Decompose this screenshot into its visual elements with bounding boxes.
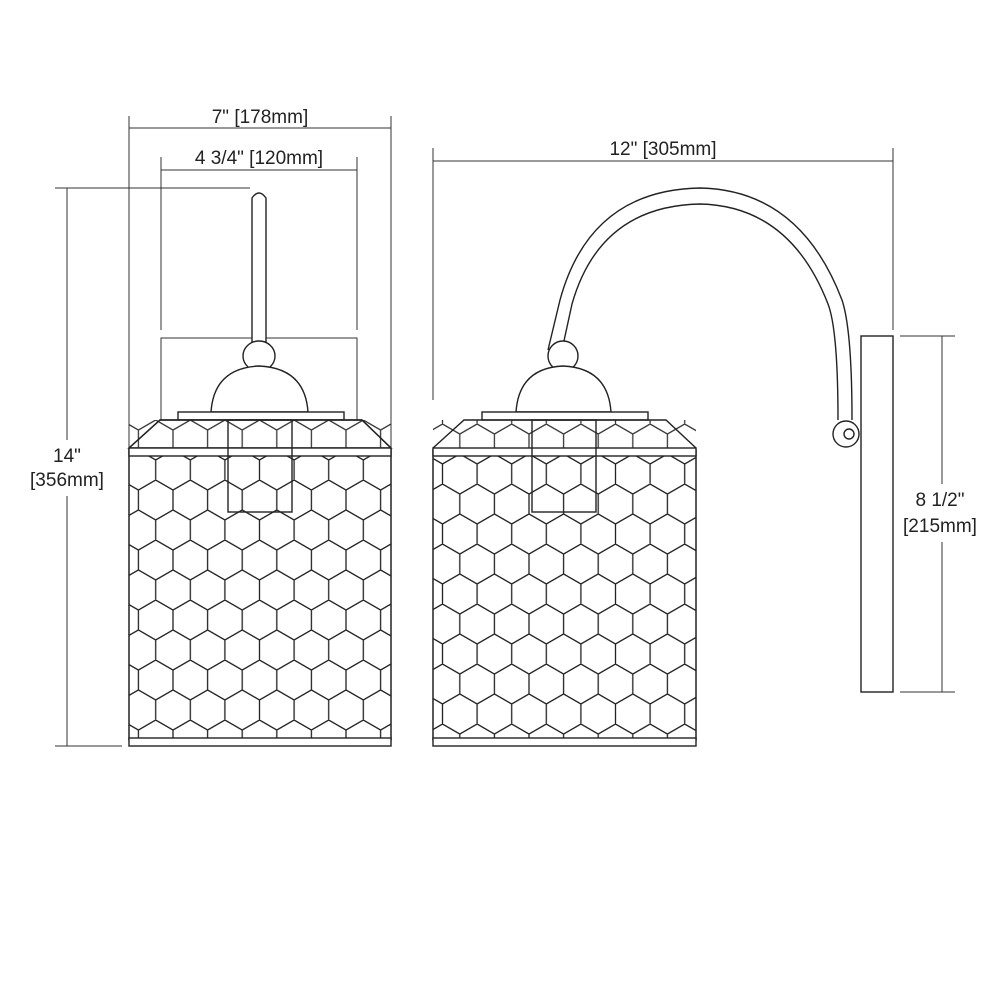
side-view — [432, 187, 894, 747]
side-shade-bottom-rim — [432, 737, 697, 747]
front-shade-upper-rim — [128, 447, 392, 457]
overall-width-label: 7" [178mm] — [212, 107, 309, 128]
side-backplate — [860, 335, 894, 693]
front-top-plate — [177, 411, 345, 421]
height-mm-label: [356mm] — [30, 470, 104, 491]
backplate-height-mm-label: [215mm] — [903, 516, 977, 537]
front-view — [127, 192, 393, 747]
front-arm — [251, 192, 267, 343]
side-shade-upper-rim — [432, 447, 697, 457]
dimension-lines — [55, 116, 955, 747]
front-shade-body — [128, 449, 392, 741]
front-dome — [210, 365, 309, 413]
side-mount-loop — [832, 420, 860, 448]
side-arm-outer — [547, 187, 853, 421]
side-arm-inner — [561, 203, 839, 421]
side-dome — [515, 365, 612, 413]
side-shade-body — [432, 449, 697, 741]
backplate-height-inches-label: 8 1/2" — [915, 490, 964, 511]
extension-label: 12" [305mm] — [609, 139, 716, 160]
front-socket — [227, 419, 293, 513]
backplate-width-label: 4 3/4" [120mm] — [195, 148, 323, 169]
side-top-plate — [481, 411, 649, 421]
height-inches-label: 14" — [53, 446, 81, 467]
side-socket — [531, 419, 597, 513]
front-shade-bottom-rim — [128, 737, 392, 747]
